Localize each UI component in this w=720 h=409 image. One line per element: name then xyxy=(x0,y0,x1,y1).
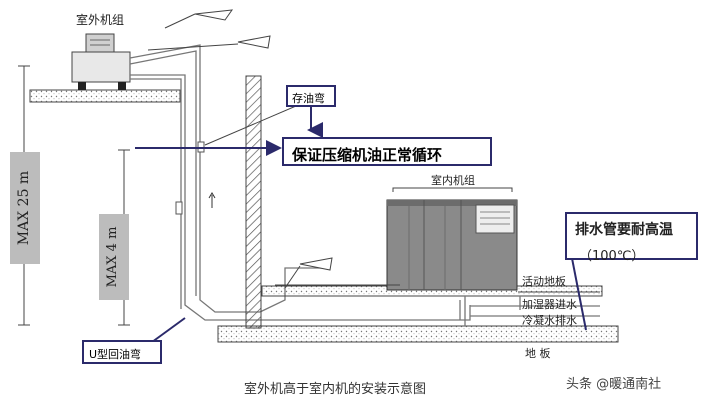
max-25-label: MAX 25 m xyxy=(16,170,32,246)
oil-trap-leader xyxy=(204,99,311,146)
u-trap-box: U型回油弯 xyxy=(82,340,162,364)
ensure-oil-box: 保证压缩机油正常循环 xyxy=(282,137,492,166)
indoor-unit xyxy=(386,199,518,291)
condensate-drain-label: 冷凝水排水 xyxy=(522,314,577,327)
max-4-bar xyxy=(99,214,129,300)
pipe-fitting xyxy=(175,201,183,215)
caption: 室外机高于室内机的安装示意图 xyxy=(244,382,427,397)
refrigerant-pipes xyxy=(129,44,471,321)
max-4-label: MAX 4 m xyxy=(105,226,120,288)
indoor-unit-label: 室内机组 xyxy=(431,174,475,187)
roof-slab xyxy=(29,89,181,103)
slope-marker xyxy=(237,35,271,49)
humidifier-inlet-label: 加湿器进水 xyxy=(522,298,577,311)
floor-label: 地 板 xyxy=(525,347,551,360)
flow-arrow xyxy=(208,192,216,208)
wall xyxy=(245,75,262,329)
drain-arrow xyxy=(569,247,587,331)
temp-label: （100℃） xyxy=(579,249,645,264)
u-trap-label: U型回油弯 xyxy=(89,348,142,361)
outdoor-unit-label: 室外机组 xyxy=(76,13,125,27)
drain-pipes xyxy=(464,296,600,326)
oil-trap-label: 存油弯 xyxy=(292,92,325,105)
oil-trap-box: 存油弯 xyxy=(286,85,336,107)
indoor-unit-bracket xyxy=(392,187,513,192)
slope-marker xyxy=(194,9,234,21)
max-25-bar xyxy=(10,152,40,264)
raised-floor-label: 活动地板 xyxy=(522,275,566,288)
watermark: 头条 @暖通南社 xyxy=(566,377,662,392)
floor-slab xyxy=(217,325,619,343)
slope-marker xyxy=(299,257,333,271)
outdoor-unit xyxy=(71,33,131,90)
drain-high-temp-label: 排水管要耐高温 xyxy=(575,222,673,238)
drain-note-box: 排水管要耐高温 （100℃） xyxy=(565,212,698,264)
ensure-oil-label: 保证压缩机油正常循环 xyxy=(292,146,443,164)
